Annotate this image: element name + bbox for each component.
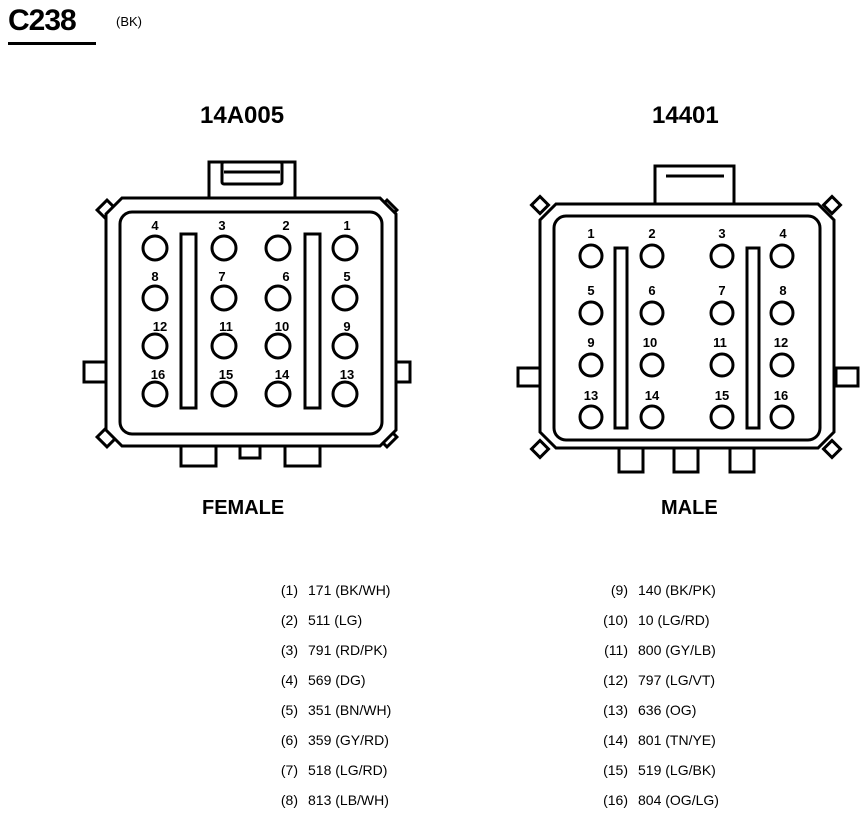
female-pin-label: 13 [340,367,354,382]
title-underline [8,42,96,45]
female-pin-label: 10 [275,319,289,334]
connector-id: C238 [8,4,77,37]
female-pins [141,234,359,408]
pin-circuit: 351 (BN/WH) [308,702,392,718]
pin-number: (6) [280,732,298,748]
female-pin-label: 16 [151,367,165,382]
pin-number: (4) [280,672,298,688]
pin-number: (15) [603,762,628,778]
female-pin-label: 8 [151,269,158,284]
female-part-number: 14A005 [200,102,285,129]
pin-number: (10) [603,612,628,628]
male-pin-label: 15 [715,388,729,403]
pin-circuit: 140 (BK/PK) [638,582,716,598]
pin-number: (13) [603,702,628,718]
pin-number: (8) [280,792,298,808]
female-pin-label: 1 [343,218,350,233]
male-pin-label: 14 [645,388,660,403]
pin-circuit: 800 (GY/LB) [638,642,716,658]
male-pin-label: 2 [648,226,655,241]
male-pin-label: 12 [774,335,788,350]
male-pin-label: 16 [774,388,788,403]
pin-circuit: 519 (LG/BK) [638,762,716,778]
male-pin-label: 1 [587,226,594,241]
pin-number: (14) [603,732,628,748]
pin-number: (9) [610,582,628,598]
male-pin-label: 4 [779,226,787,241]
male-pin-label: 7 [718,283,725,298]
female-pin-label: 3 [218,218,225,233]
pin-number: (16) [603,792,628,808]
pin-number: (5) [280,702,298,718]
male-connector-body [516,164,860,474]
female-pin-label: 2 [282,218,289,233]
male-pin-label: 3 [718,226,725,241]
female-pin-label: 9 [343,319,350,334]
male-part-number: 14401 [652,102,719,129]
pin-circuit: 813 (LB/WH) [308,792,389,808]
pin-circuit: 801 (TN/YE) [638,732,716,748]
female-pin-label: 11 [219,319,233,334]
male-pin-label: 5 [587,283,594,298]
pin-number: (3) [280,642,298,658]
pin-number: (7) [280,762,298,778]
pin-circuit: 518 (LG/RD) [308,762,388,778]
pin-number: (1) [280,582,298,598]
male-label: MALE [661,497,718,519]
female-pin-label: 14 [275,367,290,382]
pin-circuit: 569 (DG) [308,672,366,688]
pin-circuit: 791 (RD/PK) [308,642,388,658]
pin-number: (2) [280,612,298,628]
pin-circuit: 636 (OG) [638,702,697,718]
male-pins [578,243,795,430]
pin-number: (11) [604,642,628,658]
female-connector-body [82,160,412,468]
pin-circuit: 359 (GY/RD) [308,732,389,748]
female-pin-label: 4 [151,218,159,233]
male-pin-label: 11 [713,335,727,350]
pin-circuit: 10 (LG/RD) [638,612,710,628]
male-pin-label: 10 [643,335,657,350]
female-pin-label: 5 [343,269,350,284]
pin-circuit: 171 (BK/WH) [308,582,391,598]
male-pin-label: 6 [648,283,655,298]
pin-circuit: 804 (OG/LG) [638,792,719,808]
female-label: FEMALE [202,497,285,519]
female-pin-label: 7 [218,269,225,284]
male-pin-label: 9 [587,335,594,350]
pin-circuit: 511 (LG) [308,612,363,628]
male-pin-label: 13 [584,388,598,403]
pin-number: (12) [603,672,628,688]
female-pin-label: 6 [282,269,289,284]
female-pin-label: 12 [153,319,167,334]
male-pin-label: 8 [779,283,786,298]
pin-circuit: 797 (LG/VT) [638,672,716,688]
connector-color-code: (BK) [116,14,142,29]
female-pin-label: 15 [219,367,233,382]
